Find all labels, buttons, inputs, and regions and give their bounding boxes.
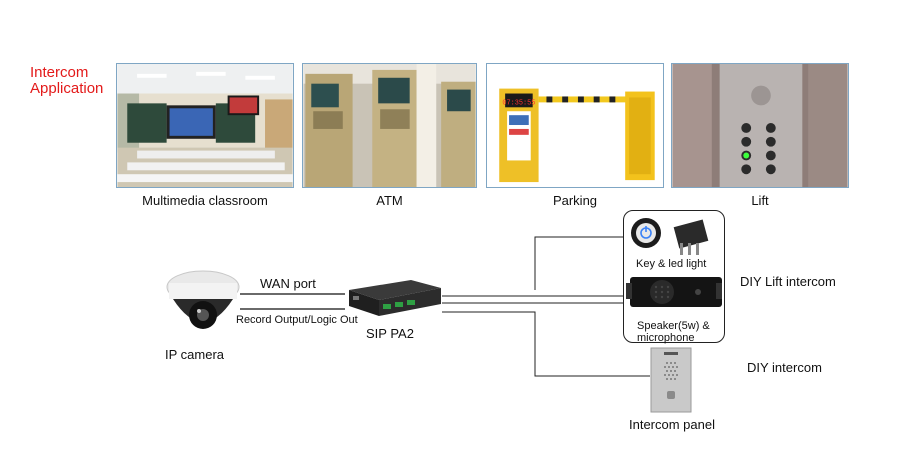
sip-pa2-icon [349,280,441,316]
caption-multimedia-classroom: Multimedia classroom [142,193,268,208]
key-led-light-label: Key & led light [636,258,707,270]
key-light-wire [534,236,623,290]
parking-illustration: 07:35:55 [487,64,663,187]
intercom-panel [650,347,692,413]
lift-illustration [672,64,848,187]
diy-intercom-label: DIY intercom [747,360,822,375]
speaker-label-line-1: Speaker(5w) & [637,320,710,332]
intercom-panel-label: Intercom panel [629,417,715,432]
ip-camera-label: IP camera [165,347,225,362]
intercom-panel-wire [442,311,650,377]
atm-photo [302,63,477,188]
lift-photo [671,63,849,188]
atm-illustration [303,64,476,187]
lift-intercom-kit-frame [623,210,725,343]
ip-camera-icon [166,270,240,329]
classroom-illustration [117,64,293,187]
speaker-label-line-2: microphone [637,332,695,344]
diy-lift-intercom-label: DIY Lift intercom [740,274,836,289]
record-output-label: Record Output/Logic Out [236,314,358,326]
speaker-label: Speaker(5w) & microphone [637,320,710,344]
wan-port-label: WAN port [260,276,316,291]
caption-parking: Parking [552,193,598,208]
sip-pa2-label: SIP PA2 [366,326,414,341]
lift-intercom-kit-icons [626,218,722,307]
heading-line-2: Application [30,80,104,97]
caption-lift: Lift [751,193,769,208]
intercom-application-heading: Intercom Application [30,65,103,97]
parking-clock-display: 07:35:55 [502,99,535,107]
heading-line-1: Intercom [30,64,89,81]
sip-pa2-device [343,272,443,322]
classroom-photo [116,63,294,188]
parking-photo: 07:35:55 [486,63,664,188]
speaker-microphone-icon [626,277,722,307]
intercom-panel-icon [650,347,692,413]
caption-atm: ATM [376,193,403,208]
key-led-light-icon [631,218,709,255]
ip-camera [163,265,243,345]
